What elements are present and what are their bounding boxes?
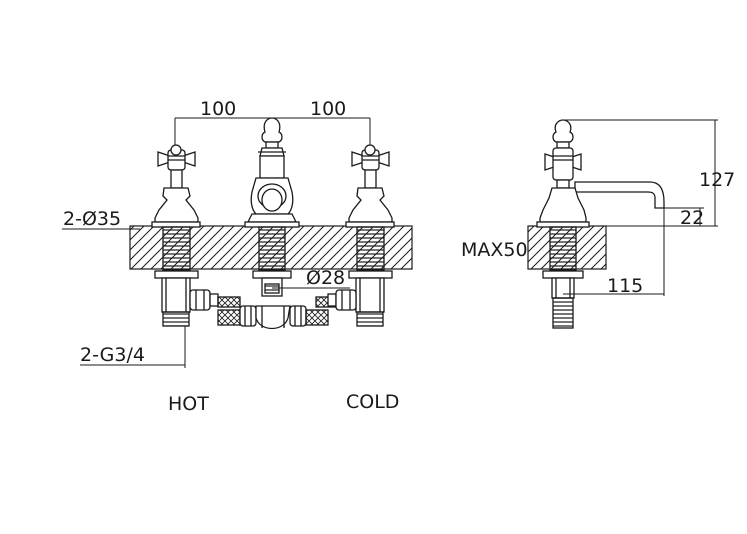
connection-fittings	[189, 289, 357, 330]
spacing-left-label: 100	[200, 98, 236, 120]
spout-height-label: 22	[680, 207, 704, 229]
spout-reach-label: 115	[607, 275, 643, 297]
cold-label: COLD	[346, 391, 399, 413]
max-deck-label: MAX50	[461, 239, 528, 261]
front-view: 100 100 2-Ø35	[62, 98, 413, 415]
hot-valve	[151, 144, 201, 327]
total-height-label: 127	[699, 169, 735, 191]
body-diameter-label: Ø28	[306, 267, 345, 289]
side-dimensions	[527, 119, 718, 296]
hole-diameter-label: 2-Ø35	[63, 208, 121, 230]
side-valve	[536, 119, 665, 329]
spacing-right-label: 100	[310, 98, 346, 120]
hot-label: HOT	[168, 393, 209, 415]
side-view: 127 22 MAX50 115	[461, 119, 735, 329]
cold-valve	[345, 144, 395, 327]
inlet-thread-label: 2-G3/4	[80, 344, 145, 366]
inlet-thread-dimension	[80, 326, 186, 368]
